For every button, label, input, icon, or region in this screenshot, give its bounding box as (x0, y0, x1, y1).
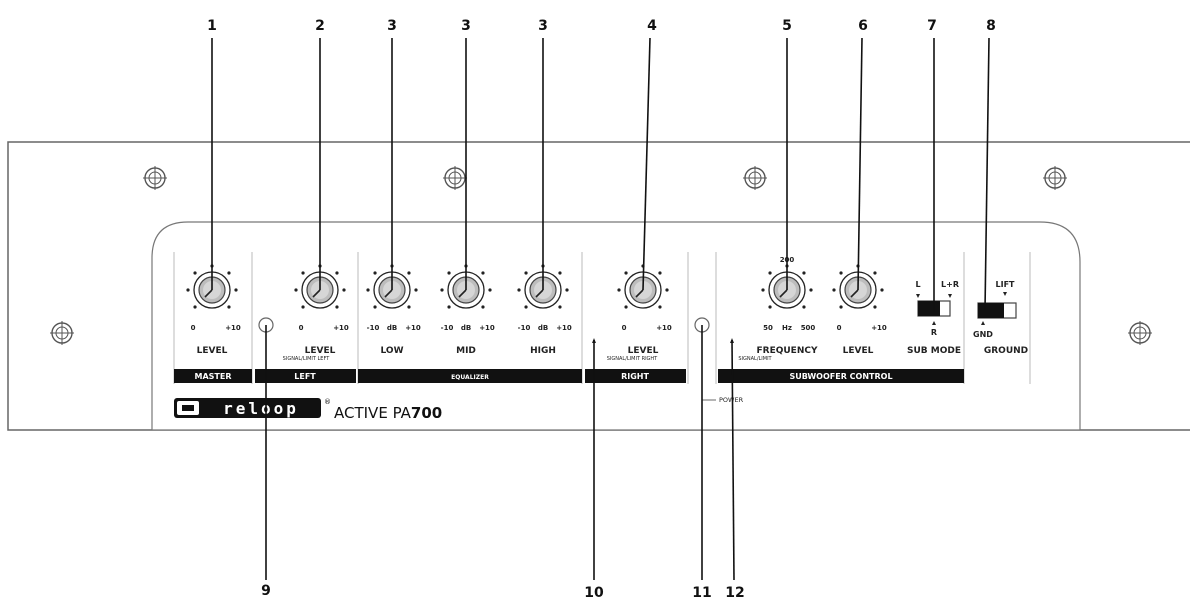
section-bar-right (585, 369, 686, 383)
callout-leader-line (857, 37, 863, 291)
signal-limit-sub-label: SIGNAL/LIMIT (738, 356, 772, 362)
callout-number: 2 (315, 18, 325, 34)
callout-number: 7 (927, 18, 937, 34)
callout-number: 10 (584, 585, 604, 600)
knob-scale-min: 50 (763, 324, 773, 332)
section-label-master: MASTER (195, 372, 232, 381)
knob-scale-min: -10 (441, 324, 454, 332)
section-bar-master (174, 369, 252, 383)
ground-lift-label: LIFT (996, 280, 1016, 289)
mounting-screw (743, 166, 767, 190)
sub-mode-title: SUB MODE (907, 346, 961, 356)
section-label-equalizer: EQUALIZER (451, 374, 489, 381)
mounting-screw (1128, 321, 1152, 345)
knob-scale-min: 0 (622, 324, 627, 332)
knob-scale-max: +10 (479, 324, 495, 332)
power-label: POWER (719, 396, 744, 404)
knob-label: LEVEL (843, 346, 874, 356)
knob-label: LOW (381, 346, 404, 356)
callout-number: 4 (647, 18, 657, 34)
knob-scale-unit: dB (538, 324, 548, 332)
knob-scale-max: +10 (656, 324, 672, 332)
section-bar-equalizer (358, 369, 582, 383)
knob-scale-min: 0 (191, 324, 196, 332)
knob-label: LEVEL (305, 346, 336, 356)
model-number: 700 (411, 404, 442, 422)
knob-scale-max: +10 (225, 324, 241, 332)
knob-scale-min: 0 (299, 324, 304, 332)
callout-number: 3 (538, 18, 548, 34)
mounting-screw (1043, 166, 1067, 190)
knob-scale-max: +10 (871, 324, 887, 332)
section-bar-sub (718, 369, 964, 383)
section-dividers (173, 252, 1031, 384)
callout-number: 5 (782, 18, 792, 34)
callout-number: 11 (692, 585, 711, 600)
knob-scale-unit: dB (461, 324, 471, 332)
sub-mode-lr-label: L+R (941, 280, 959, 289)
callout-number: 3 (461, 18, 471, 34)
knob-label: HIGH (530, 346, 556, 356)
mounting-screw (443, 166, 467, 190)
knob-label: MID (456, 346, 476, 356)
brand-logo: reloop (174, 398, 321, 418)
knob-scale-max: +10 (333, 324, 349, 332)
brand-registered-mark: ® (324, 398, 331, 406)
callout-number: 1 (207, 18, 217, 34)
knob-scale-unit: Hz (782, 324, 792, 332)
callout-number: 6 (858, 18, 868, 34)
ground-lift-switch[interactable]: LIFT GND GROUND (973, 280, 1028, 356)
callout-number: 9 (261, 583, 271, 599)
knob-scale-max: 500 (801, 324, 816, 332)
section-label-left: LEFT (294, 372, 316, 381)
knob-scale-max: +10 (556, 324, 572, 332)
knob-label: LEVEL (197, 346, 228, 356)
knob-scale-min: -10 (367, 324, 380, 332)
callout-leader-line (731, 339, 735, 581)
knob-scale-max: +10 (405, 324, 421, 332)
mounting-screw (50, 321, 74, 345)
section-bar-left (255, 369, 356, 383)
section-label-right: RIGHT (621, 372, 649, 381)
brand-logo-text: reloop (223, 399, 299, 418)
knob-scale-min: 0 (837, 324, 842, 332)
knob-label: FREQUENCY (757, 346, 818, 356)
knob-label: LEVEL (628, 346, 659, 356)
callout-number: 8 (986, 18, 996, 34)
section-label-sub: SUBWOOFER CONTROL (789, 372, 892, 381)
knob-scale-unit: dB (387, 324, 397, 332)
signal-limit-right-label: SIGNAL/LIMIT RIGHT (607, 356, 658, 362)
ground-gnd-label: GND (973, 330, 993, 339)
model-name: ACTIVE PA700 (334, 404, 442, 422)
sub-mode-r-label: R (931, 328, 937, 337)
knob-scale-min: -10 (518, 324, 531, 332)
signal-limit-left-label: SIGNAL/LIMIT LEFT (283, 356, 331, 362)
callout-number: 12 (725, 585, 744, 600)
ground-title: GROUND (984, 346, 1028, 356)
sub-mode-l-label: L (915, 280, 920, 289)
callout-leader-line (642, 37, 651, 291)
model-prefix: ACTIVE PA (334, 404, 412, 422)
mounting-screw (143, 166, 167, 190)
callout-number: 3 (387, 18, 397, 34)
callout-leader-line (984, 37, 990, 311)
